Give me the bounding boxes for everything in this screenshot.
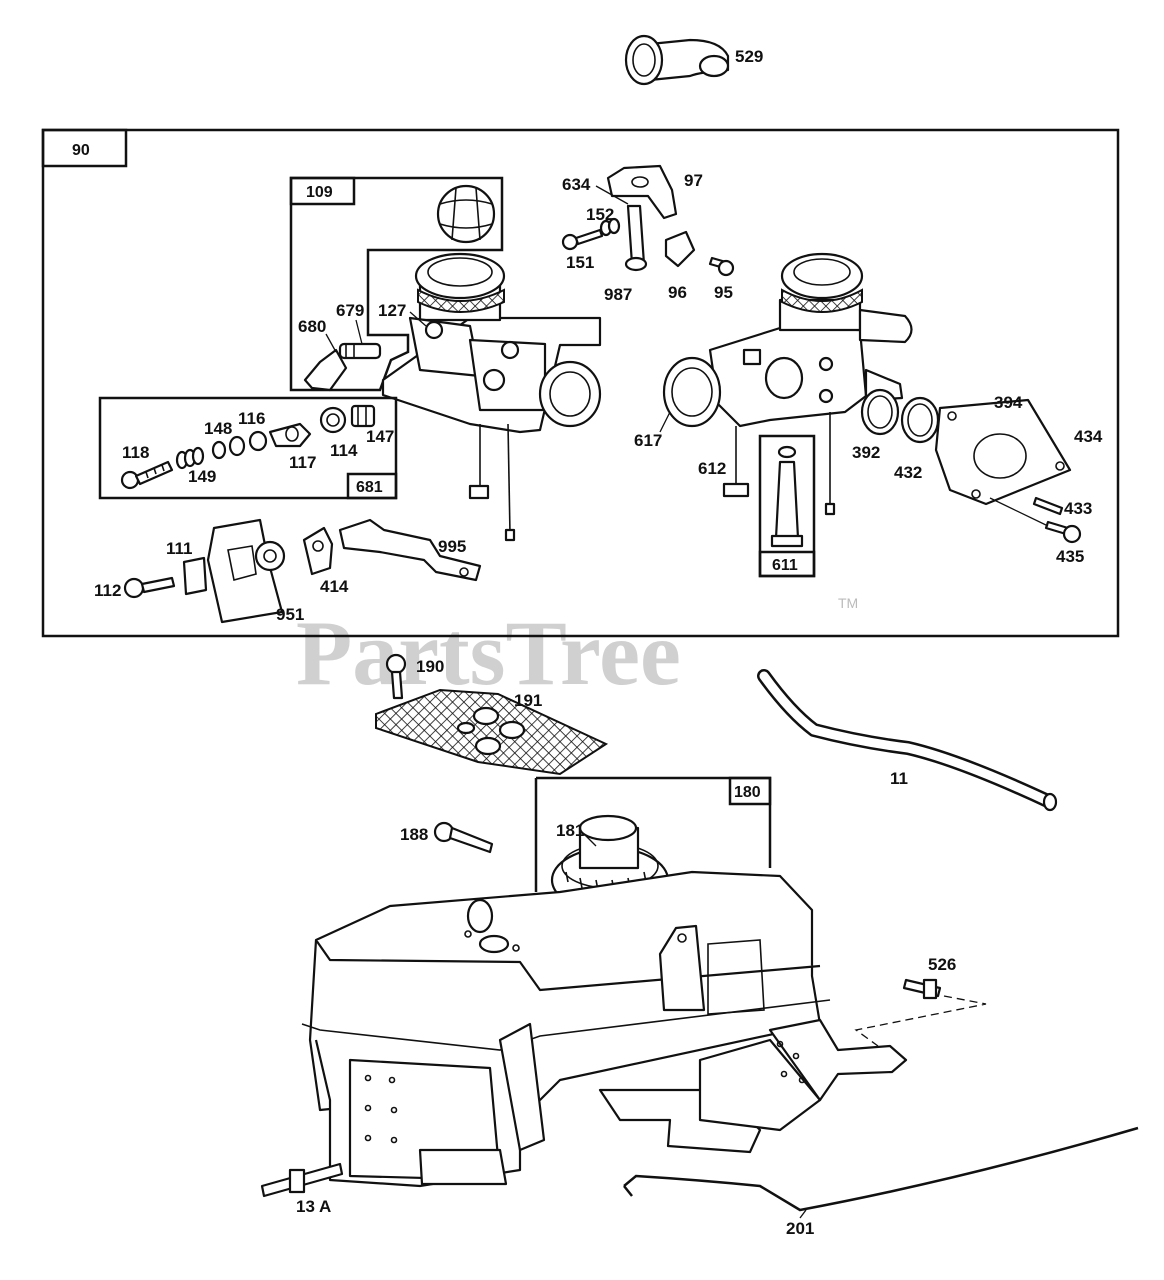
label-617: 617 bbox=[634, 431, 662, 450]
part-118-needle-screw[interactable] bbox=[120, 460, 174, 490]
box-90-tag bbox=[41, 128, 128, 168]
box-180-label: 180 bbox=[734, 784, 761, 801]
label-433: 433 bbox=[1064, 499, 1092, 518]
carburetor-right-view[interactable] bbox=[662, 252, 913, 516]
part-433-pin[interactable] bbox=[1032, 496, 1064, 516]
part-147-plug[interactable] bbox=[350, 404, 376, 428]
part-11-fuel-pipe[interactable] bbox=[757, 669, 1058, 812]
label-152: 152 bbox=[586, 205, 614, 224]
box-90-label: 90 bbox=[72, 142, 90, 159]
part-435-screw[interactable] bbox=[1044, 520, 1082, 544]
part-116-o-ring[interactable] bbox=[228, 430, 268, 457]
label-191: 191 bbox=[514, 691, 542, 710]
label-13a: 13 A bbox=[296, 1197, 331, 1216]
label-987: 987 bbox=[604, 285, 632, 304]
part-148-washer[interactable] bbox=[211, 440, 227, 460]
part-201-link-rod[interactable] bbox=[623, 1126, 1139, 1212]
box-109-label: 109 bbox=[306, 184, 333, 201]
label-147: 147 bbox=[366, 427, 394, 446]
label-188: 188 bbox=[400, 825, 428, 844]
label-97: 97 bbox=[684, 171, 703, 190]
part-149-spring[interactable] bbox=[175, 446, 205, 470]
label-529: 529 bbox=[735, 47, 763, 66]
part-151-screw[interactable] bbox=[561, 228, 604, 251]
watermark: PartsTree bbox=[296, 602, 681, 704]
fuel-tank[interactable] bbox=[301, 870, 908, 1188]
part-191-gasket[interactable] bbox=[375, 688, 609, 776]
label-151: 151 bbox=[566, 253, 594, 272]
label-116: 116 bbox=[238, 409, 265, 428]
label-148: 148 bbox=[204, 419, 232, 438]
label-435: 435 bbox=[1056, 547, 1084, 566]
part-109-throttle-plate[interactable] bbox=[436, 184, 496, 244]
label-392: 392 bbox=[852, 443, 880, 462]
part-529-elbow[interactable] bbox=[624, 34, 730, 86]
part-112-screw[interactable] bbox=[123, 576, 176, 599]
label-526: 526 bbox=[928, 955, 956, 974]
part-181-fuel-cap[interactable] bbox=[550, 814, 670, 914]
box-681-frame bbox=[98, 396, 398, 500]
watermark-trademark: TM bbox=[838, 595, 858, 611]
part-190-screw[interactable] bbox=[385, 653, 407, 700]
label-112: 112 bbox=[94, 581, 121, 600]
part-114-gasket[interactable] bbox=[319, 406, 347, 434]
box-681-tag bbox=[346, 472, 398, 500]
part-995-bracket[interactable] bbox=[338, 518, 482, 582]
label-612: 612 bbox=[698, 459, 726, 478]
part-392-spring[interactable] bbox=[860, 388, 900, 436]
label-118: 118 bbox=[122, 443, 149, 462]
box-681-label: 681 bbox=[356, 479, 383, 496]
label-201: 201 bbox=[786, 1219, 814, 1238]
part-96-choke-plate[interactable] bbox=[664, 230, 696, 268]
part-97-bracket[interactable] bbox=[606, 164, 678, 220]
label-149: 149 bbox=[188, 467, 216, 486]
box-180-tag bbox=[728, 776, 772, 806]
label-432: 432 bbox=[894, 463, 922, 482]
part-111-gasket[interactable] bbox=[182, 556, 208, 596]
part-526-stud[interactable] bbox=[902, 978, 942, 1000]
label-114: 114 bbox=[330, 441, 358, 460]
box-90-frame bbox=[41, 128, 1120, 638]
part-95-screw[interactable] bbox=[708, 256, 735, 277]
label-995: 995 bbox=[438, 537, 466, 556]
label-679: 679 bbox=[336, 301, 364, 320]
label-96: 96 bbox=[668, 283, 687, 302]
label-127: 127 bbox=[378, 301, 406, 320]
part-434-fuel-pump[interactable] bbox=[934, 398, 1072, 506]
carburetor-left-view[interactable] bbox=[381, 252, 602, 542]
label-951: 951 bbox=[276, 605, 304, 624]
label-434: 434 bbox=[1074, 427, 1103, 446]
part-117-seat[interactable] bbox=[268, 422, 312, 448]
part-987-shaft[interactable] bbox=[624, 204, 648, 272]
label-190: 190 bbox=[416, 657, 444, 676]
label-680: 680 bbox=[298, 317, 326, 336]
box-109-tag bbox=[289, 176, 356, 206]
part-414-bracket[interactable] bbox=[302, 526, 334, 576]
label-414: 414 bbox=[320, 577, 349, 596]
part-611-pin[interactable] bbox=[770, 445, 804, 548]
label-95: 95 bbox=[714, 283, 733, 302]
box-611-tag bbox=[758, 550, 816, 578]
label-11: 11 bbox=[890, 769, 908, 788]
label-634: 634 bbox=[562, 175, 591, 194]
label-394: 394 bbox=[994, 393, 1023, 412]
label-181: 181 bbox=[556, 821, 584, 840]
part-679-screw[interactable] bbox=[338, 342, 382, 360]
label-111: 111 bbox=[166, 539, 193, 558]
part-432-ring[interactable] bbox=[900, 396, 940, 444]
part-188-bolt[interactable] bbox=[433, 821, 494, 854]
label-117: 117 bbox=[289, 453, 316, 472]
box-109-frame bbox=[289, 176, 504, 392]
part-951-governor-plate[interactable] bbox=[206, 518, 286, 624]
part-13a-stud[interactable] bbox=[260, 1162, 344, 1198]
box-611-label: 611 bbox=[772, 557, 798, 574]
part-680-lever[interactable] bbox=[303, 348, 348, 392]
part-152-washer[interactable] bbox=[599, 217, 621, 237]
